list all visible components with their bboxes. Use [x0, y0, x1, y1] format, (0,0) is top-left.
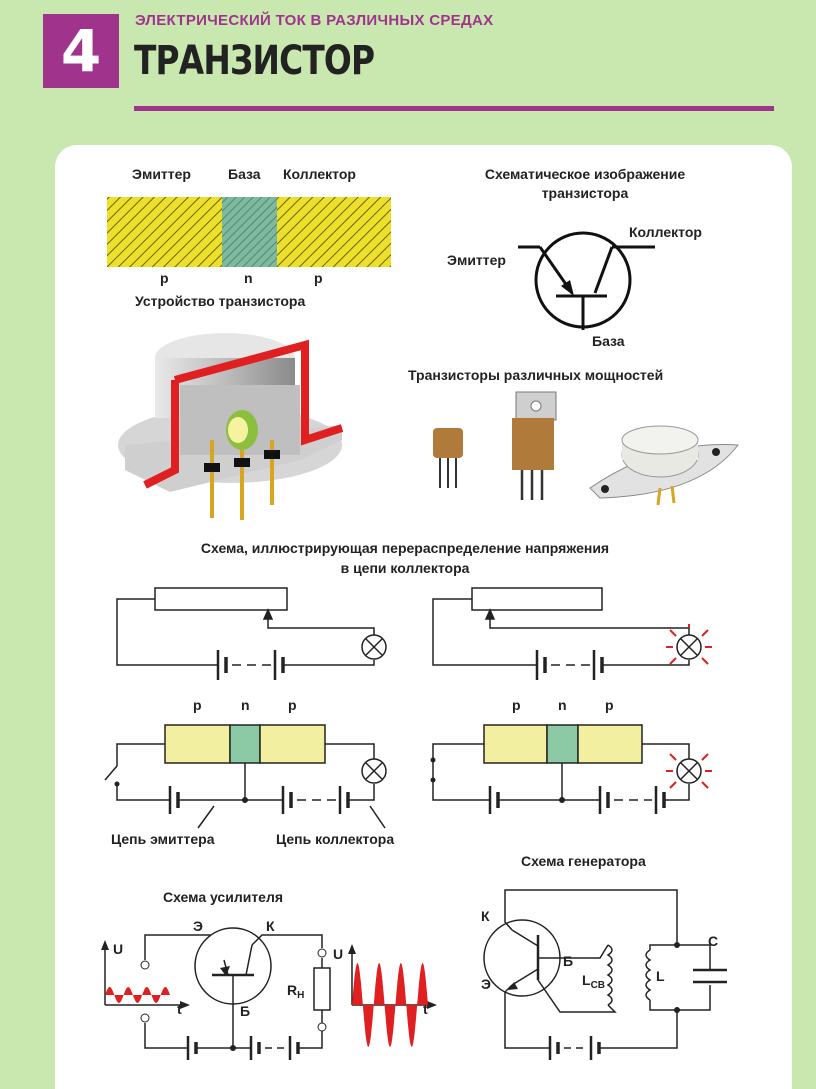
- left-p1-label: p: [193, 697, 202, 713]
- schematic-title-line1: Схематическое изображение: [484, 166, 686, 182]
- gen-collector-label: К: [481, 908, 490, 924]
- amp-base-label: Б: [240, 1003, 251, 1019]
- right-p1-label: p: [512, 697, 521, 713]
- feedback-coil-subscript: СВ: [590, 980, 606, 991]
- collector-circuit-label: Цепь коллектора: [276, 831, 395, 847]
- redistribution-title-line1: Схема, иллюстрирующая перераспределение …: [200, 540, 610, 556]
- right-n-label: n: [558, 697, 567, 713]
- generator-circuit: [483, 889, 727, 1060]
- load-resistor-symbol: R: [287, 982, 298, 998]
- amp-collector-label: К: [266, 918, 275, 934]
- transistor-symbol: [518, 231, 655, 330]
- input-signal-wave: [105, 987, 170, 1003]
- transistor-cutaway: [118, 333, 344, 520]
- amp-output-u-label: U: [333, 946, 344, 962]
- tank-capacitor-label: C: [708, 933, 719, 949]
- amp-input-u-label: U: [113, 941, 124, 957]
- feedback-coil-label: LСВ: [582, 972, 605, 991]
- gen-emitter-label: Э: [481, 976, 491, 992]
- schematic-emitter-label: Эмиттер: [447, 252, 506, 268]
- left-n-label: n: [241, 697, 250, 713]
- amplifier-circuit: [101, 927, 437, 1060]
- right-pnp-circuit: [430, 724, 712, 814]
- page-title: ТРАНЗИСТОР: [134, 38, 375, 84]
- device-caption: Устройство транзистора: [135, 293, 306, 309]
- right-top-lamp-glow: [666, 624, 712, 665]
- gen-base-label: Б: [563, 953, 574, 969]
- base-label: База: [228, 166, 261, 182]
- section-number-badge: 4: [43, 14, 119, 88]
- power-transistor: [589, 425, 739, 506]
- left-p2-label: p: [288, 697, 297, 713]
- tank-coil-label: L: [656, 968, 665, 984]
- generator-title: Схема генератора: [521, 853, 646, 869]
- collector-label: Коллектор: [283, 166, 356, 182]
- title-underline: [134, 106, 774, 111]
- right-collector-loop: [432, 587, 702, 680]
- amp-emitter-label: Э: [193, 918, 203, 934]
- load-resistor-label: RН: [287, 982, 304, 1001]
- schematic-base-label: База: [592, 333, 625, 349]
- section-title: ЭЛЕКТРИЧЕСКИЙ ТОК В РАЗЛИЧНЫХ СРЕДАХ: [135, 12, 494, 29]
- powers-title: Транзисторы различных мощностей: [408, 367, 664, 383]
- load-resistor-subscript: Н: [297, 990, 305, 1001]
- amp-input-t-label: t: [177, 1001, 182, 1017]
- right-p2-label: p: [605, 697, 614, 713]
- amp-output-t-label: t: [423, 1001, 428, 1017]
- schematic-collector-label: Коллектор: [629, 224, 702, 240]
- device-bar: [107, 197, 391, 267]
- p-region-right-label: p: [314, 270, 323, 286]
- emitter-circuit-label: Цепь эмиттера: [111, 831, 215, 847]
- base-region-n: [222, 197, 277, 267]
- schematic-title-line2: транзистора: [541, 185, 629, 201]
- n-region-label: n: [244, 270, 253, 286]
- emitter-label: Эмиттер: [132, 166, 191, 182]
- left-pnp-circuit: [104, 724, 387, 829]
- content-panel: [55, 145, 792, 1089]
- amplifier-title: Схема усилителя: [163, 889, 284, 905]
- small-transistor: [433, 428, 463, 488]
- emitter-region-p: [107, 197, 222, 267]
- medium-transistor: [512, 391, 557, 500]
- left-collector-loop: [116, 587, 387, 680]
- feedback-coil-symbol: L: [582, 972, 591, 988]
- output-signal-wave: [352, 963, 428, 1047]
- p-region-left-label: p: [160, 270, 169, 286]
- collector-region-p: [277, 197, 391, 267]
- redistribution-title-line2: в цепи коллектора: [340, 560, 470, 576]
